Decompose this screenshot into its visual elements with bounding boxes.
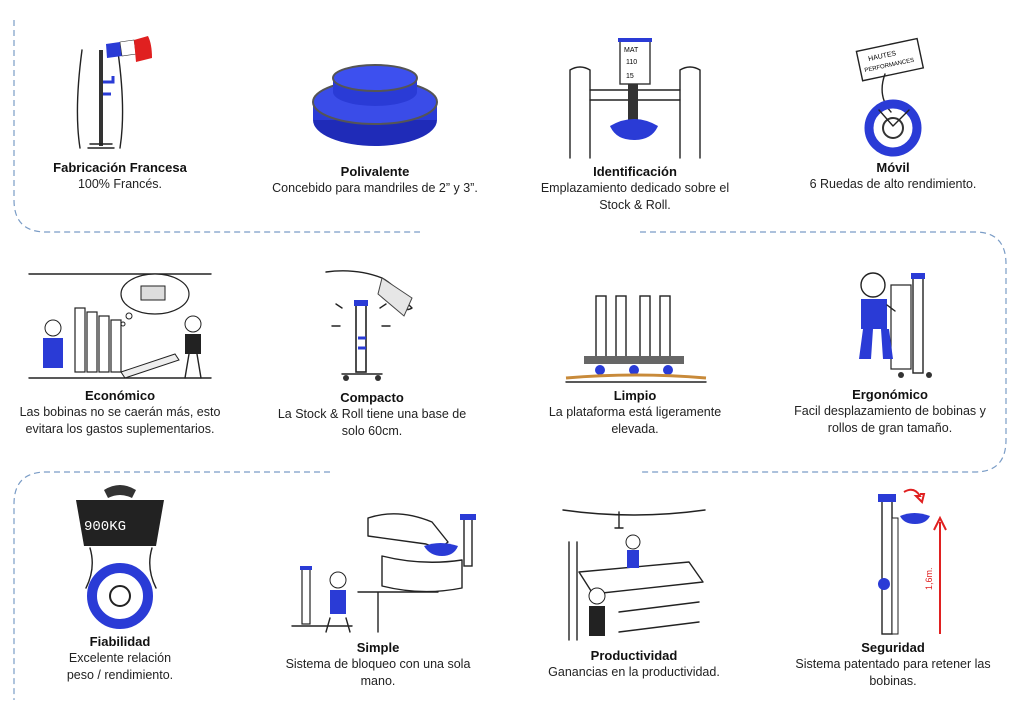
feature-description: La plataforma está ligeramente elevada. [548,405,722,436]
safety-height-icon: 1,6m. [878,488,947,635]
feature-description: Facil desplazamiento de bobinas y rollos… [794,404,986,435]
wheel-icon: HAUTES PERFORMANCES [855,37,925,157]
feature-description: 100% Francés. [77,177,163,191]
feature-productividad: Productividad Ganancias en la productivi… [514,502,754,681]
feature-description: Las bobinas no se caerán más, esto evita… [19,405,221,436]
worker-moving-roll-icon [859,272,932,378]
svg-text:1,6m.: 1,6m. [924,567,934,590]
feature-title: Seguridad [861,640,925,655]
feature-economico: Económico Las bobinas no se caerán más, … [0,268,240,438]
feature-title: Identificación [593,164,677,179]
feature-fiabilidad: 900KG Fiabilidad Excelente relación peso… [0,482,240,684]
feature-description: Sistema patentado para retener las bobin… [795,657,991,688]
feature-title: Fabricación Francesa [53,160,187,175]
feature-limpio: Limpio La plataforma está ligeramente el… [515,290,755,438]
weight-on-wheel-icon: 900KG [76,485,164,629]
feature-polivalente: Polivalente Concebido para mandriles de … [255,42,495,197]
compact-column-icon [325,270,413,381]
label-holder-icon: MAT 110 15 [569,38,701,159]
feature-compacto: Compacto La Stock & Roll tiene una base … [252,268,492,440]
one-hand-lock-icon [291,513,476,633]
feature-description: La Stock & Roll tiene una base de solo 6… [277,407,467,438]
french-flag-icon [76,36,152,149]
raised-platform-icon [565,295,707,383]
feature-title: Fiabilidad [89,634,151,649]
feature-title: Simple [356,640,400,655]
feature-movil: HAUTES PERFORMANCES Móvil 6 Ruedas de al… [773,30,1013,193]
feature-fabricacion-francesa: Fabricación Francesa 100% Francés. [0,30,240,193]
svg-text:110: 110 [626,59,637,66]
falling-rolls-icon [28,273,212,379]
svg-text:15: 15 [626,73,634,80]
feature-description: Concebido para mandriles de 2” y 3”. [272,181,478,195]
feature-title: Económico [84,388,156,403]
feature-simple: Simple Sistema de bloqueo con una sola m… [258,508,498,690]
feature-title: Compacto [340,390,404,405]
feature-description: Ganancias en la productividad. [548,665,720,679]
mandrel-disc-icon [312,64,438,146]
feature-description: 6 Ruedas de alto rendimiento. [809,177,977,191]
feature-ergonomico: Ergonómico Facil desplazamiento de bobin… [770,265,1010,437]
svg-text:MAT: MAT [624,47,639,54]
svg-text:900KG: 900KG [84,519,126,535]
feature-title: Móvil [876,160,910,175]
feature-title: Ergonómico [852,387,928,402]
feature-description: Excelente relación peso / rendimiento. [66,651,174,682]
feature-title: Polivalente [340,164,410,179]
feature-seguridad: 1,6m. Seguridad Sistema patentado para r… [773,488,1013,690]
feature-title: Productividad [590,648,678,663]
feature-title: Limpio [613,388,657,403]
workers-productivity-icon [562,509,706,641]
feature-description: Sistema de bloqueo con una sola mano. [285,657,471,688]
feature-identificacion: MAT 110 15 Identificación Emplazamiento … [515,30,755,214]
feature-description: Emplazamiento dedicado sobre el Stock & … [540,181,730,212]
